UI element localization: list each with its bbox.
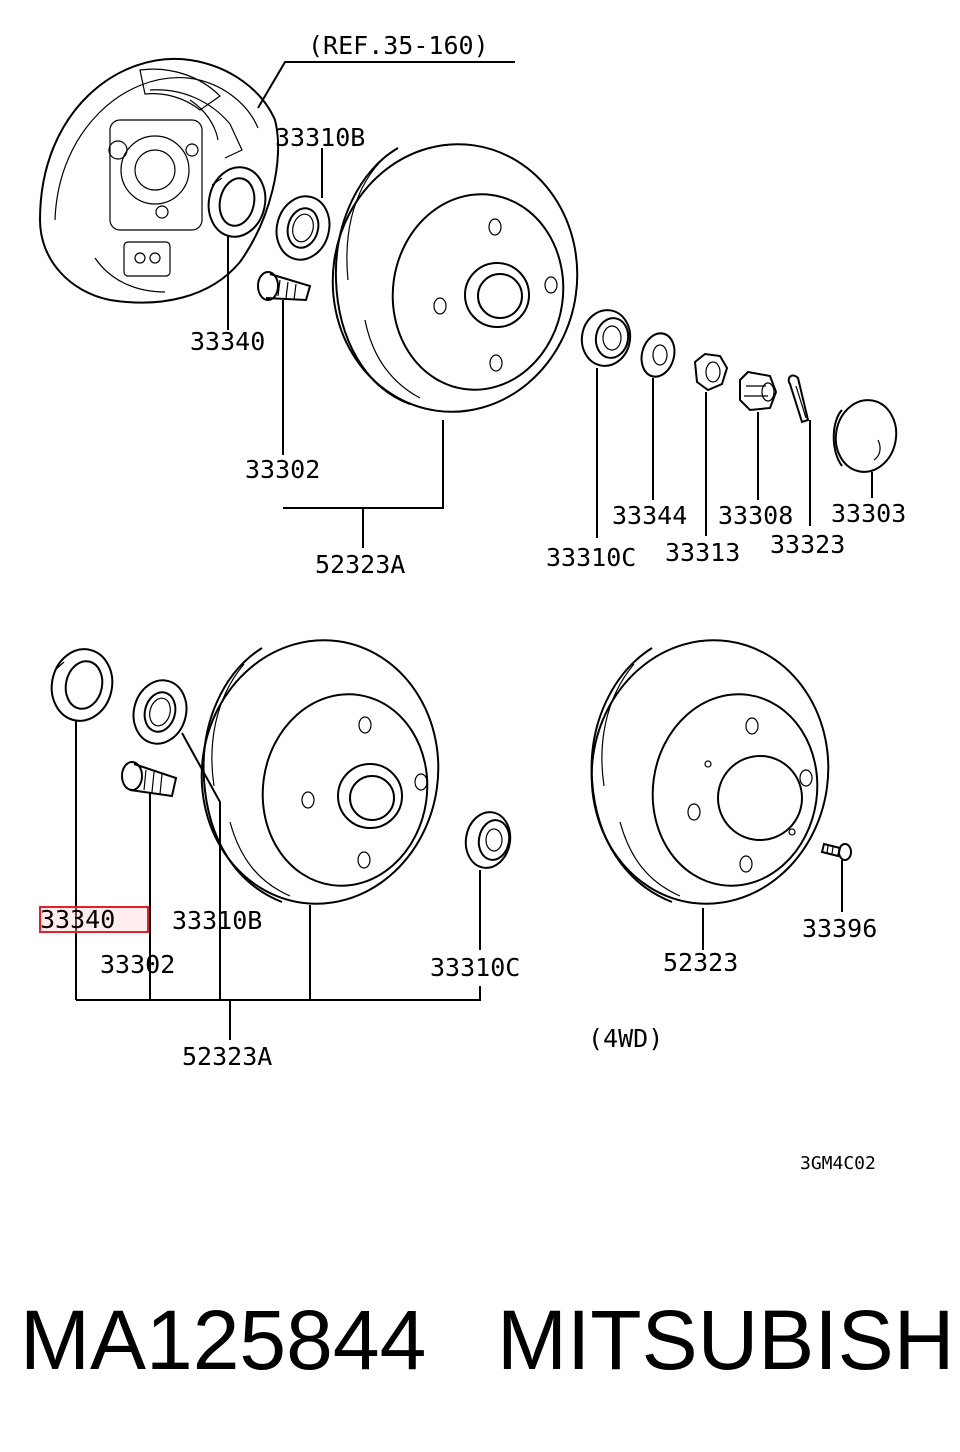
backing-plate-drawing xyxy=(38,57,280,304)
label-33310c-top: 33310C xyxy=(546,543,636,572)
brake-drum-52323a-bottom xyxy=(200,639,440,905)
label-33302-bottom: 33302 xyxy=(100,950,175,979)
label-33340-bottom: 33340 xyxy=(40,905,115,934)
highlight-box-33340 xyxy=(39,906,149,933)
label-33310c-bottom: 33310C xyxy=(430,953,520,982)
washer-33344 xyxy=(640,332,676,378)
label-33310b-bottom: 33310B xyxy=(172,906,262,935)
label-52323a-top: 52323A xyxy=(315,550,405,579)
lock-cap-33308 xyxy=(739,370,778,412)
label-33340-top: 33340 xyxy=(190,327,265,356)
part-number: MA125844 xyxy=(20,1293,427,1387)
label-33302-top: 33302 xyxy=(245,455,320,484)
hub-bolt-33302-top xyxy=(257,271,312,302)
bearing-33310c-bottom xyxy=(464,811,512,869)
hub-cap-33303 xyxy=(832,399,898,473)
label-33323: 33323 xyxy=(770,530,845,559)
bearing-33310b-top xyxy=(275,195,331,261)
variant-note-4wd: (4WD) xyxy=(588,1024,663,1053)
label-52323: 52323 xyxy=(663,948,738,977)
bottom-left-assembly: 33340 33310B 33302 xyxy=(39,639,520,1071)
label-33396: 33396 xyxy=(802,914,877,943)
oil-seal-33340-top xyxy=(207,166,267,238)
oil-seal-33340-bottom xyxy=(50,648,114,722)
label-52323a-bottom: 52323A xyxy=(182,1042,272,1071)
label-33303: 33303 xyxy=(831,499,906,528)
part-caption: MA125844 MITSUBISHI xyxy=(20,1290,960,1390)
nut-33313 xyxy=(693,352,729,392)
top-assembly: (REF.35-160) 33340 33310B 33302 xyxy=(38,31,906,579)
hub-bolt-33302-bottom xyxy=(121,761,178,798)
bearing-33310b-bottom xyxy=(132,679,188,745)
figure-code: 3GM4C02 xyxy=(800,1153,876,1174)
label-33310b-top: 33310B xyxy=(275,123,365,152)
brand-name: MITSUBISHI xyxy=(497,1293,960,1387)
label-33308: 33308 xyxy=(718,501,793,530)
cotter-pin-33323 xyxy=(787,374,810,424)
label-33313: 33313 xyxy=(665,538,740,567)
screw-33396 xyxy=(820,842,852,861)
label-33344: 33344 xyxy=(612,501,687,530)
brake-drum-52323a-top xyxy=(331,143,579,413)
bottom-right-assembly-4wd: 52323 33396 (4WD) xyxy=(588,639,877,1053)
brake-drum-52323 xyxy=(590,639,830,905)
ref-note: (REF.35-160) xyxy=(308,31,489,60)
bearing-33310c-top xyxy=(580,309,632,367)
